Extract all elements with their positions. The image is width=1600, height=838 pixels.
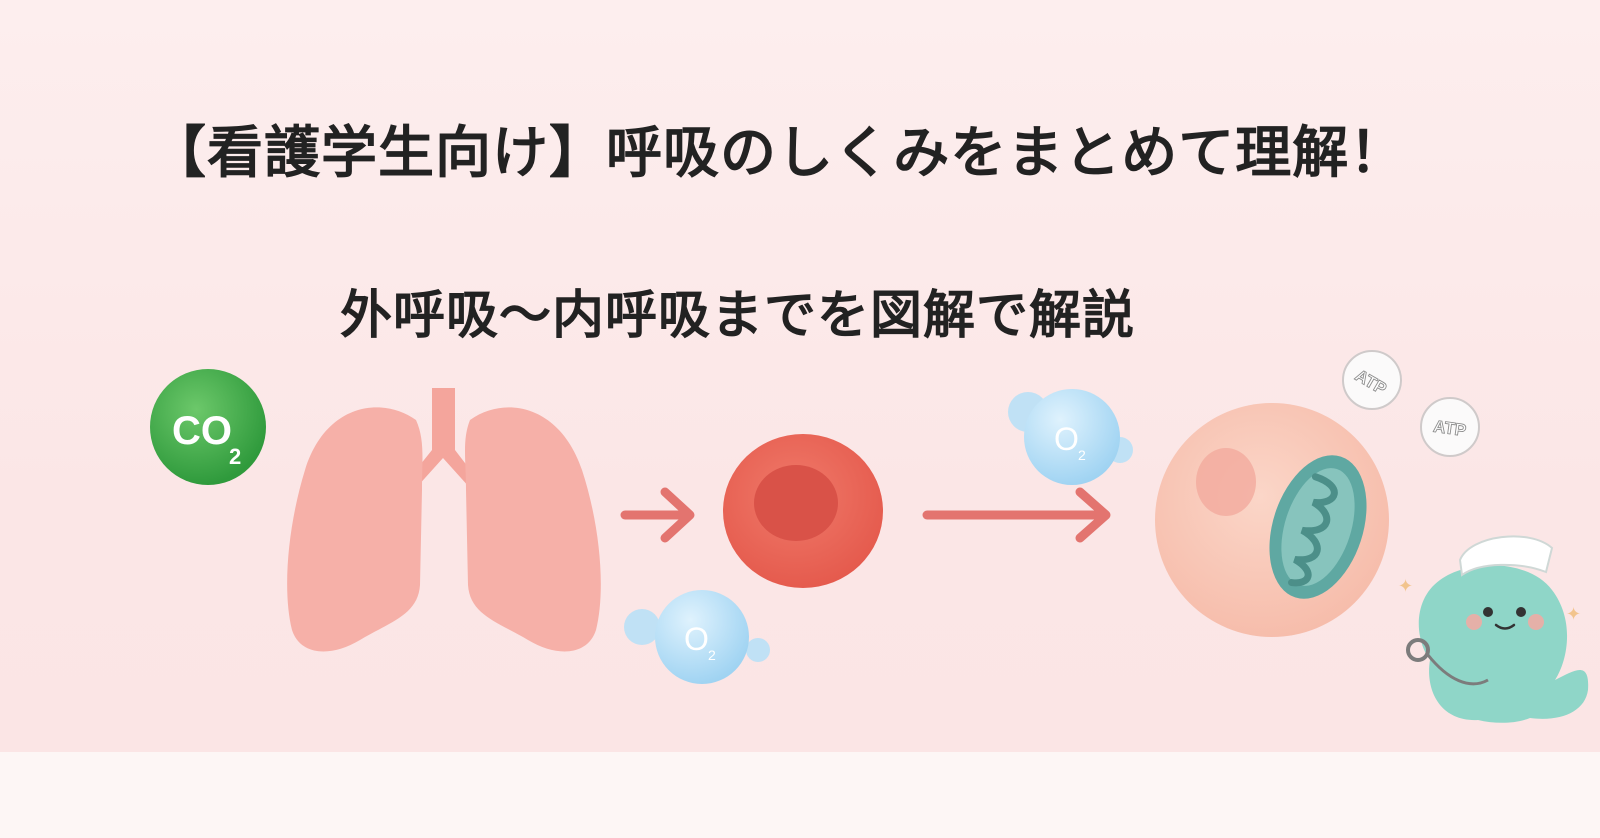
cell-nucleus xyxy=(1196,448,1256,516)
cell-icon xyxy=(1155,403,1389,637)
mascot-eye-right xyxy=(1516,607,1526,617)
mascot-body xyxy=(1418,565,1589,723)
stethoscope-icon xyxy=(1406,638,1430,662)
arrow-rbc-to-cell xyxy=(922,487,1111,543)
svg-text:2: 2 xyxy=(708,647,716,663)
lungs-icon xyxy=(287,388,601,652)
atp-coin-1: ATP xyxy=(1342,350,1402,410)
left-lung xyxy=(287,407,423,652)
page-subtitle: 外呼吸〜内呼吸までを図解で解説 xyxy=(340,286,1136,346)
trachea xyxy=(408,388,478,488)
svg-text:2: 2 xyxy=(1078,447,1086,463)
mascot-eye-left xyxy=(1483,607,1493,617)
co2-subscript: 2 xyxy=(229,444,241,469)
o2-label-upper: O xyxy=(1054,421,1079,457)
o2-bubble-upper: O 2 xyxy=(1008,389,1133,485)
sparkle-left: ✦ xyxy=(1398,576,1413,597)
nurse-cap xyxy=(1458,535,1554,577)
bottom-band xyxy=(0,752,1600,838)
nurse-mascot-icon: ✦ ✦ xyxy=(1398,535,1589,723)
rbc-center xyxy=(754,465,838,541)
sparkle-right: ✦ xyxy=(1566,604,1581,625)
arrow-lungs-to-rbc xyxy=(620,487,695,543)
o2-label-lower: O xyxy=(684,621,709,657)
red-blood-cell-icon xyxy=(723,434,883,588)
page-title: 【看護学生向け】呼吸のしくみをまとめて理解！ xyxy=(150,121,1407,186)
o2-bubble-lower: O 2 xyxy=(624,590,770,684)
mitochondria-icon xyxy=(1269,455,1367,599)
co2-badge: CO 2 xyxy=(150,369,266,485)
right-lung xyxy=(465,407,601,652)
co2-circle xyxy=(150,369,266,485)
atp-coin-2: ATP xyxy=(1420,397,1480,457)
co2-label: CO xyxy=(172,409,232,453)
